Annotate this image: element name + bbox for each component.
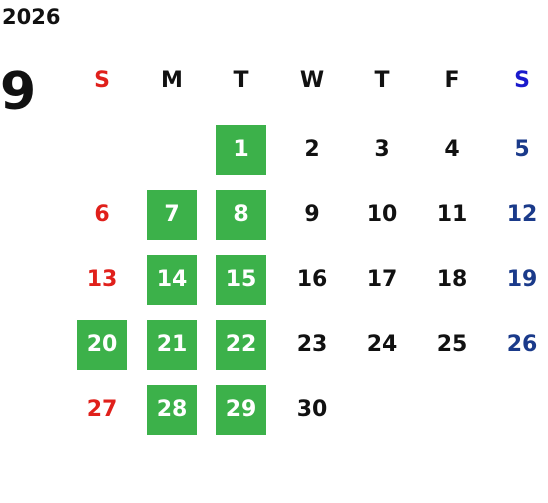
day-cell[interactable]: 18 [436,267,468,292]
day-cell[interactable]: 26 [506,332,538,357]
day-cell[interactable]: 10 [366,202,398,227]
day-cell[interactable]: 27 [86,397,118,422]
day-cell-holiday[interactable]: 15 [216,255,266,305]
day-cell[interactable]: 25 [436,332,468,357]
day-cell-holiday[interactable]: 8 [216,190,266,240]
day-cell-holiday[interactable]: 14 [147,255,197,305]
day-cell[interactable]: 2 [304,137,320,162]
day-cell-holiday[interactable]: 21 [147,320,197,370]
day-cell-holiday[interactable]: 29 [216,385,266,435]
weekday-header: S [514,68,530,93]
day-cell[interactable]: 13 [86,267,118,292]
day-cell[interactable]: 30 [296,397,328,422]
year-label: 2026 [2,5,61,29]
day-cell[interactable]: 4 [444,137,460,162]
day-cell[interactable]: 17 [366,267,398,292]
day-cell[interactable]: 5 [514,137,530,162]
day-cell-holiday[interactable]: 1 [216,125,266,175]
day-cell[interactable]: 16 [296,267,328,292]
day-cell[interactable]: 23 [296,332,328,357]
weekday-header: T [374,68,390,93]
weekday-header: S [94,68,110,93]
weekday-header: F [444,68,460,93]
day-cell[interactable]: 11 [436,202,468,227]
month-number: 9 [0,62,37,122]
weekday-header: W [299,68,325,93]
day-cell-holiday[interactable]: 7 [147,190,197,240]
day-cell[interactable]: 12 [506,202,538,227]
weekday-header: M [161,68,183,93]
day-cell-holiday[interactable]: 28 [147,385,197,435]
day-cell[interactable]: 6 [94,202,110,227]
day-cell-holiday[interactable]: 20 [77,320,127,370]
day-cell[interactable]: 19 [506,267,538,292]
day-cell[interactable]: 9 [304,202,320,227]
day-cell[interactable]: 24 [366,332,398,357]
weekday-header: T [233,68,249,93]
day-cell[interactable]: 3 [374,137,390,162]
day-cell-holiday[interactable]: 22 [216,320,266,370]
